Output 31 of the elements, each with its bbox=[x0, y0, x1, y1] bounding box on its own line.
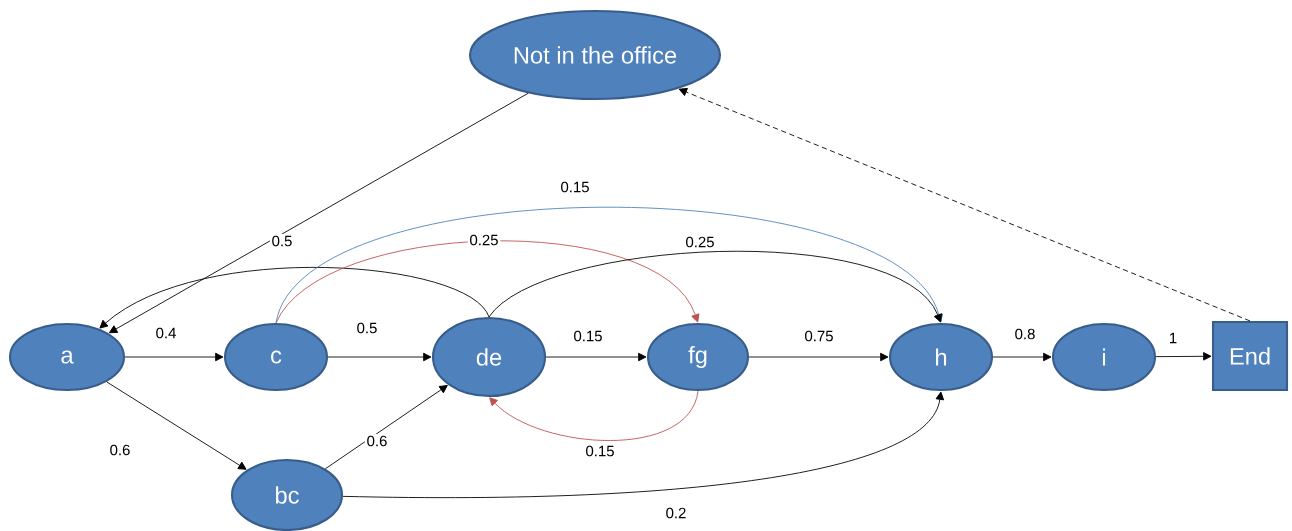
arrow bbox=[275, 206, 943, 324]
edge-label: 0.4 bbox=[153, 325, 179, 341]
edge-label: 0.15 bbox=[583, 443, 617, 459]
edge-label: 0.6 bbox=[364, 433, 390, 449]
arrow bbox=[275, 240, 700, 324]
arrow bbox=[488, 251, 942, 323]
edge-label: 0.5 bbox=[269, 233, 295, 249]
arrow bbox=[124, 352, 224, 362]
edge-label: 0.25 bbox=[467, 232, 501, 248]
arrow bbox=[99, 267, 490, 329]
arrow bbox=[992, 352, 1052, 362]
edge-label: 0.6 bbox=[107, 442, 133, 458]
arrow bbox=[327, 352, 432, 362]
arrow bbox=[1155, 352, 1212, 361]
edge-label: 0.15 bbox=[558, 179, 592, 195]
arrow bbox=[106, 381, 247, 470]
arrow bbox=[108, 92, 529, 334]
arrow bbox=[342, 391, 945, 499]
arrow bbox=[678, 88, 1251, 322]
edge-label: 0.8 bbox=[1012, 326, 1038, 342]
arrow bbox=[325, 385, 448, 470]
edge-label: 0.25 bbox=[683, 234, 717, 250]
arrow bbox=[545, 352, 647, 362]
edge-label: 0.5 bbox=[354, 320, 380, 336]
edge-label: 0.2 bbox=[663, 505, 689, 521]
edge-label: 1 bbox=[1167, 331, 1179, 345]
edge-label: 0.75 bbox=[802, 328, 836, 344]
arrow bbox=[489, 390, 699, 441]
end-box: End bbox=[1211, 320, 1289, 392]
edge-label: 0.15 bbox=[571, 328, 605, 344]
arrow bbox=[748, 352, 889, 362]
